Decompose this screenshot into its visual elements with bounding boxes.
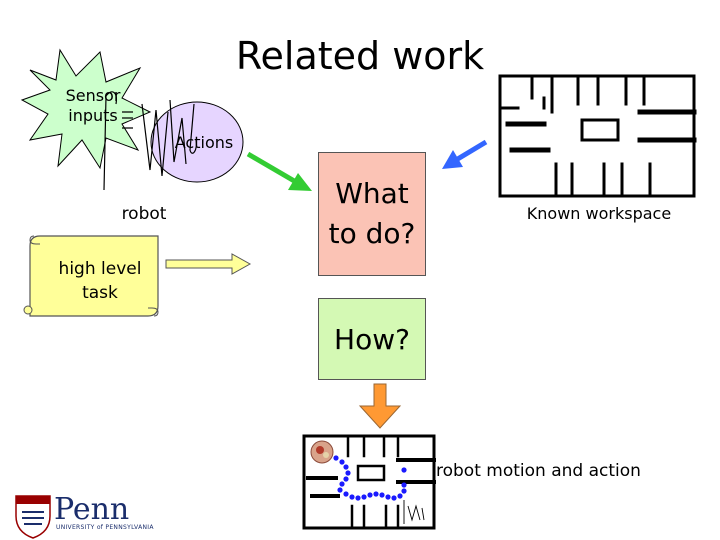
- motion-scribble: [403, 500, 425, 524]
- task-scroll: [23, 235, 159, 317]
- workspace-map: [498, 74, 697, 198]
- what-to-do-box: What to do?: [318, 152, 426, 276]
- known-workspace-label: Known workspace: [526, 204, 672, 223]
- how-label: How?: [334, 322, 410, 356]
- penn-shield-icon: [15, 495, 51, 539]
- robot-label: robot: [121, 204, 167, 224]
- robot-scribble: [103, 91, 197, 191]
- sensor-inputs-label: Sensor inputs: [65, 86, 121, 125]
- blue-arrow: [442, 139, 488, 169]
- penn-logo-text: Penn: [54, 492, 130, 527]
- orange-arrow: [358, 383, 402, 429]
- food-picture: [310, 440, 334, 464]
- motion-map: [302, 434, 436, 530]
- sensor-burst-shape: [20, 48, 152, 170]
- task-arrow: [165, 253, 252, 275]
- how-box: How?: [318, 298, 426, 380]
- penn-logo-subtext: UNIVERSITY of PENNSYLVANIA: [56, 524, 154, 531]
- green-arrow: [246, 151, 312, 191]
- robot-path: [333, 455, 407, 501]
- high-level-task-label: high level task: [58, 259, 142, 303]
- slide-title: Related work: [235, 34, 485, 78]
- actions-label: Actions: [174, 133, 234, 152]
- what-to-do-label: What to do?: [328, 177, 416, 250]
- robot-motion-label: robot motion and action: [436, 461, 641, 481]
